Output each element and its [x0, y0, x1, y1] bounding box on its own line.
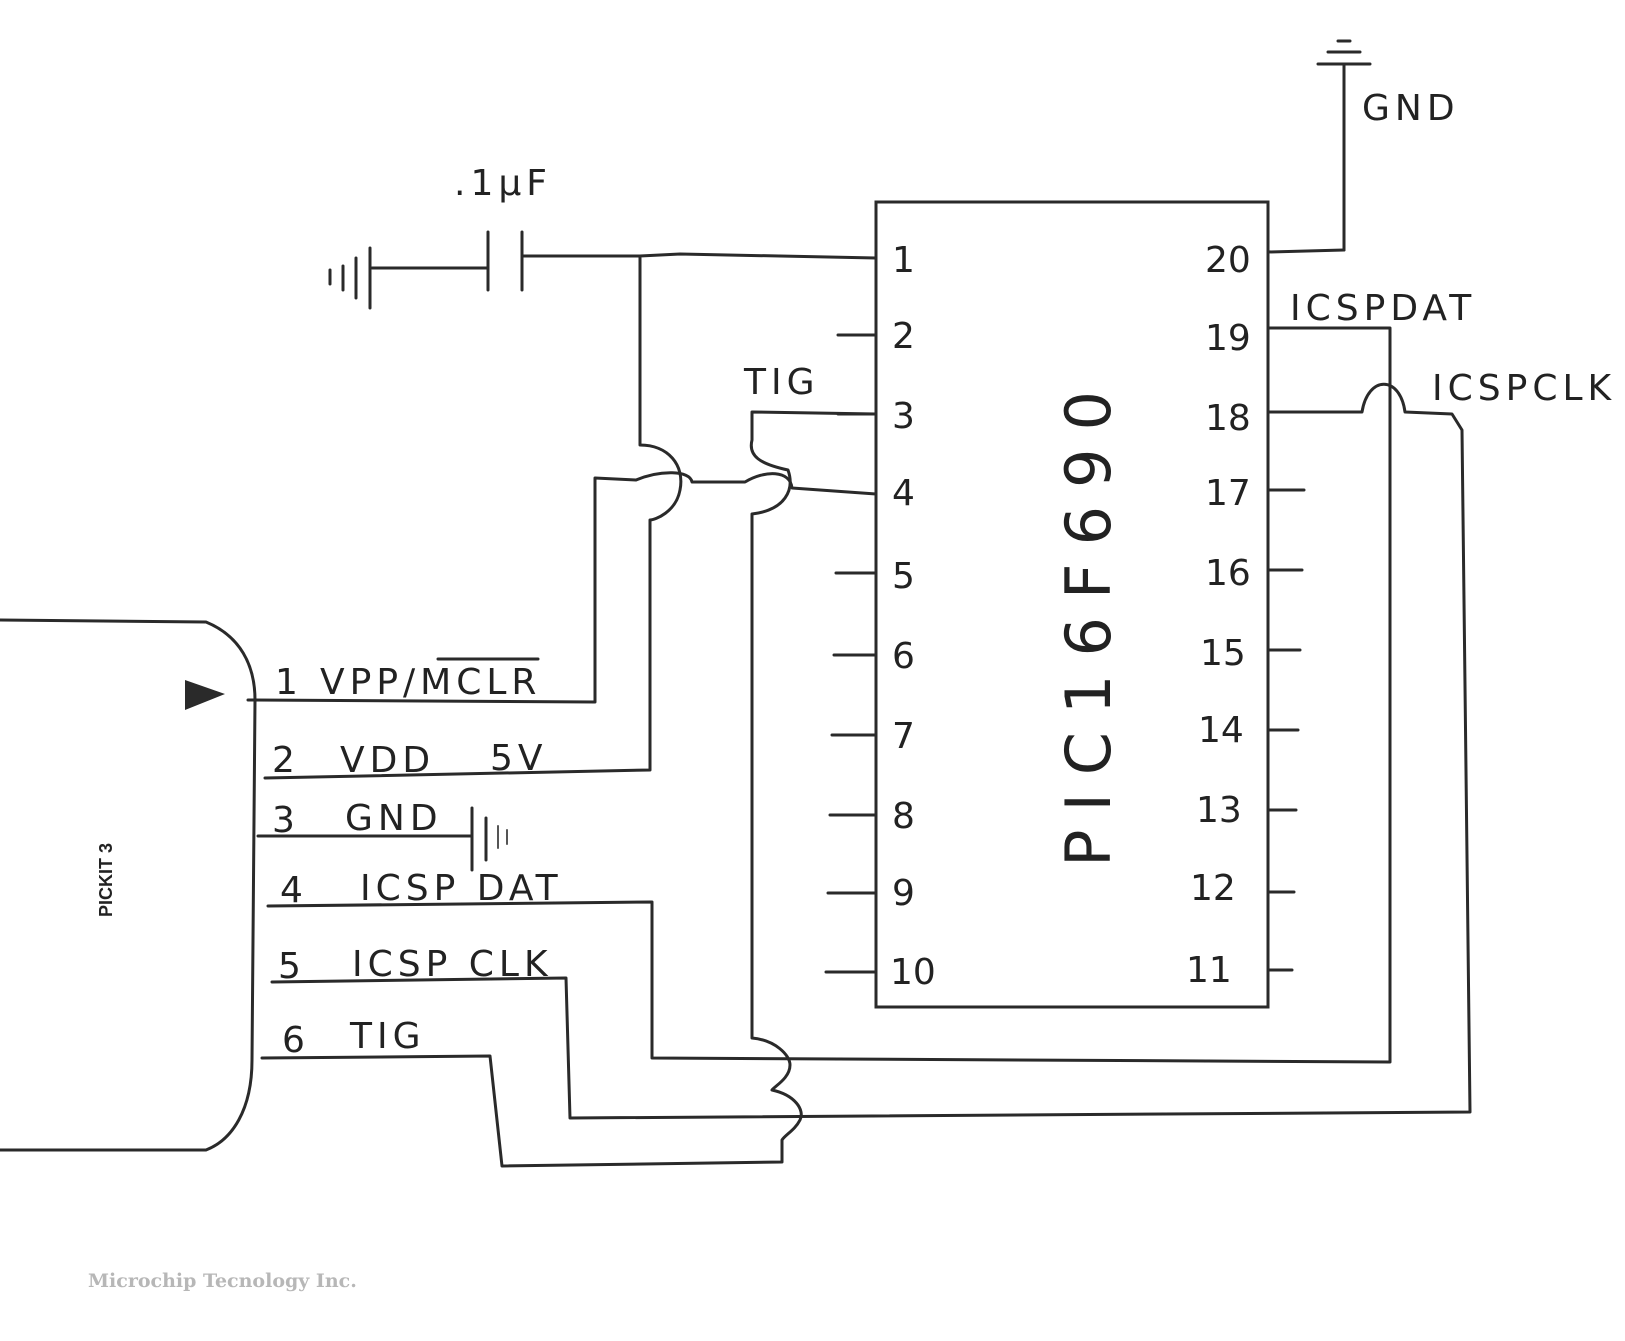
top-gnd-label: GND: [1362, 88, 1460, 129]
chip-body: [874, 200, 1270, 1009]
pickit-pin-1-label: VPP/MCLR: [320, 662, 541, 703]
chip-pin-14: 14: [1198, 710, 1244, 751]
chip-name: PIC16F690: [1052, 373, 1125, 867]
chip-pin-12: 12: [1190, 868, 1236, 909]
chip-pin-16: 16: [1205, 553, 1251, 594]
capacitor-value: .1µF: [454, 163, 552, 204]
pickit-pin-4-num: 4: [280, 870, 308, 911]
pickit-pin-1-num: 1: [275, 662, 303, 703]
wire-vdd-net: [263, 252, 878, 780]
icspdat-net-label: ICSPDAT: [1290, 288, 1476, 329]
pickit-pin-2-num: 2: [272, 740, 300, 781]
pickit-body-outline: [0, 618, 257, 1152]
pickit-pin-5-num: 5: [278, 946, 306, 987]
pin1-arrow-marker: [185, 680, 225, 710]
pickit-pin-2-label: VDD: [340, 740, 435, 781]
pickit-pin-3-label: GND: [345, 798, 443, 839]
capacitor-symbol: [370, 230, 642, 292]
pickit-pin-4-label: ICSP DAT: [360, 868, 563, 909]
wire-icspclk: [270, 382, 1472, 1120]
tig-net-label: TIG: [743, 362, 820, 403]
chip-pin-17: 17: [1205, 473, 1251, 514]
chip-pin-9: 9: [892, 873, 915, 914]
wire-tig: [260, 410, 878, 1168]
chip-pin-13: 13: [1196, 790, 1242, 831]
chip-pin-8: 8: [892, 796, 915, 837]
pickit-pin-5-label: ICSP CLK: [352, 944, 553, 985]
chip-pin-2: 2: [892, 316, 915, 357]
right-pin-stubs: [1266, 488, 1306, 972]
wire-icspdat: [266, 326, 1392, 1064]
chip-pin-5: 5: [892, 556, 915, 597]
left-pin-stubs: [824, 333, 878, 974]
chip-pin-15: 15: [1200, 633, 1246, 674]
watermark: Microchip Tecnology Inc.: [88, 1270, 357, 1292]
wire-vpp-mclr: [246, 471, 878, 704]
chip-pin-6: 6: [892, 636, 915, 677]
pickit-name: PICKIT 3: [96, 843, 116, 917]
top-ground-symbol: [1316, 39, 1372, 252]
pickit-pin-6-num: 6: [282, 1020, 310, 1061]
pickit-vdd-value: 5V: [490, 738, 548, 779]
chip-pin-20: 20: [1205, 240, 1251, 281]
capacitor-ground-symbol: [328, 246, 372, 310]
chip-pin-3: 3: [892, 396, 915, 437]
chip-pin-18: 18: [1205, 398, 1251, 439]
pickit-gnd-symbol: [256, 806, 508, 872]
chip-pin-19: 19: [1205, 318, 1251, 359]
pickit-pin-6-label: TIG: [349, 1016, 426, 1057]
chip-pin-4: 4: [892, 473, 915, 514]
pickit-pin-3-num: 3: [272, 800, 300, 841]
chip-pin-10: 10: [890, 952, 936, 993]
chip-pin-11: 11: [1186, 950, 1232, 991]
chip-pin-1: 1: [892, 240, 915, 281]
wire-pin20-gnd: [1266, 248, 1346, 254]
chip-pin-7: 7: [892, 716, 915, 757]
icspclk-net-label: ICSPCLK: [1432, 368, 1616, 409]
